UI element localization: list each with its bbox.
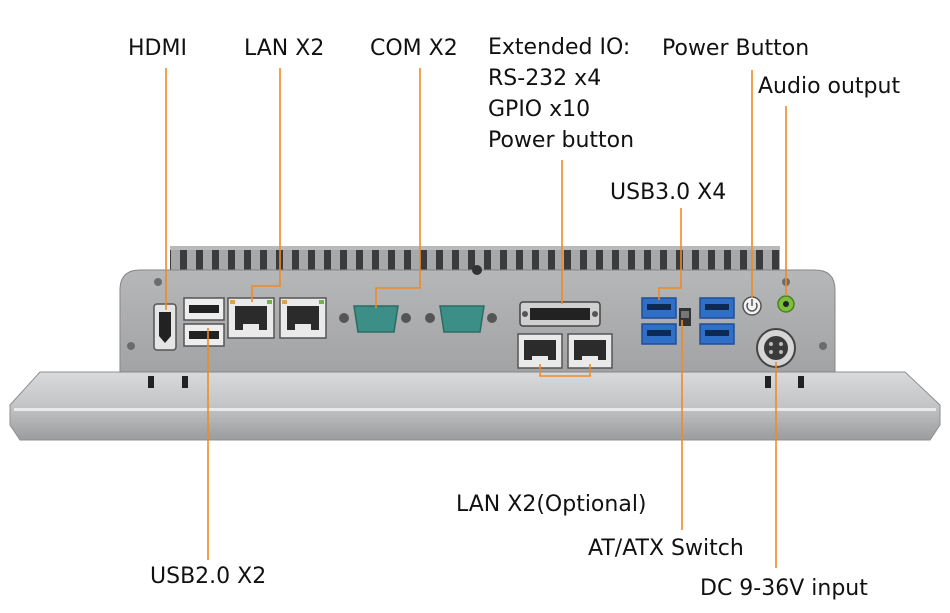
label-dc-input: DC 9-36V input [700,576,868,601]
label-extended-io-line-1: Extended IO: [488,35,631,60]
dc-input-connector [756,328,796,368]
usb2-ports [183,297,225,347]
panel-bezel [9,371,941,441]
usb3-ports [641,297,735,345]
label-at-atx-switch: AT/ATX Switch [588,536,744,561]
label-extended-io: Extended IO: RS-232 x4 GPIO x10 Power bu… [488,32,634,156]
chassis-screw-top-1 [154,278,162,286]
label-extended-io-line-4: Power button [488,128,635,153]
bezel-clip-right-2 [798,376,804,388]
hdmi-port [153,303,177,351]
leader-lan-top [251,68,281,302]
label-usb2-x2: USB2.0 X2 [150,564,267,589]
leader-usb3 [658,208,682,300]
chassis-screw-left [127,342,135,350]
chassis-screw-right [819,342,827,350]
audio-output-jack [777,295,795,313]
label-lan-x2-optional: LAN X2(Optional) [456,492,647,517]
label-power-button: Power Button [662,36,810,61]
leader-lan-optional [539,364,591,377]
lan-ports-optional [517,333,613,369]
label-extended-io-line-3: GPIO x10 [488,97,591,122]
lan-ports-top [227,297,327,339]
label-audio-output: Audio output [758,74,901,99]
leader-com [375,68,421,308]
chassis-screw-top-2 [472,265,482,275]
extended-io-connector [519,301,601,327]
label-usb3-x4: USB3.0 X4 [610,180,727,205]
label-extended-io-line-2: RS-232 x4 [488,66,602,91]
at-atx-switch [679,308,691,326]
leader-lines [165,68,787,568]
bezel-clip-left-2 [182,376,188,388]
label-lan-x2: LAN X2 [244,36,325,61]
label-com-x2: COM X2 [370,36,458,61]
bezel-clip-left-1 [148,376,154,388]
bezel-clip-right-1 [765,376,771,388]
power-button-icon [742,296,762,316]
label-hdmi: HDMI [128,36,187,61]
com-ports [339,305,497,333]
